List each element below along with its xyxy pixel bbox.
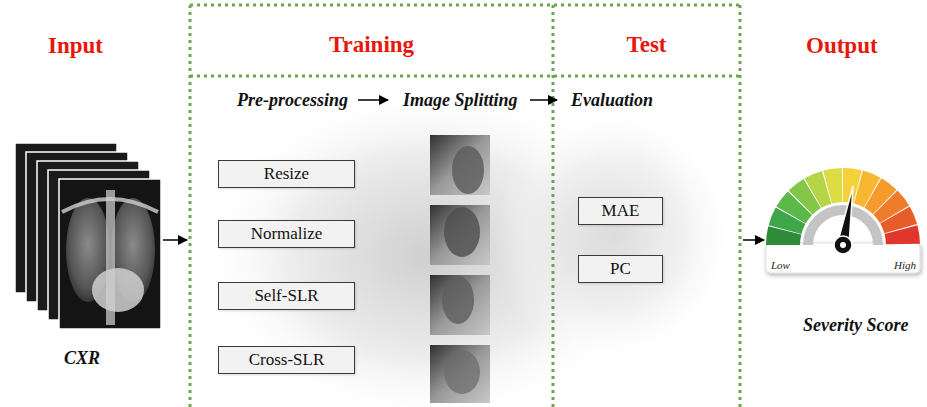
metric-box: MAE	[578, 197, 663, 225]
cxr-stack	[15, 143, 161, 329]
split-images	[430, 135, 490, 403]
input-caption: CXR	[64, 347, 100, 369]
panel-heading: Training	[190, 31, 553, 59]
box-label: Normalize	[251, 224, 323, 244]
stage-heading: Image Splitting	[403, 89, 518, 111]
test-panel: TestMAE PC	[553, 5, 740, 407]
severity-gauge	[766, 185, 920, 273]
process-box: Cross-SLR	[218, 346, 355, 374]
output-caption: Severity Score	[803, 314, 908, 336]
process-box: Resize	[218, 160, 355, 188]
panel-heading: Test	[553, 31, 740, 59]
stage-heading: Evaluation	[571, 89, 653, 111]
column-title: Output	[806, 32, 878, 60]
process-box: Self-SLR	[218, 282, 355, 310]
stage-heading: Pre-processing	[237, 89, 348, 111]
scale-end: High	[894, 259, 916, 271]
box-label: Resize	[264, 164, 309, 184]
training-panel: TrainingResizeNormalizeSelf-SLR Cross-SLR	[190, 5, 553, 407]
background-shade	[495, 105, 735, 365]
box-label: Self-SLR	[254, 286, 318, 306]
dotted-frame	[190, 5, 740, 407]
column-title: Input	[48, 32, 103, 60]
box-label: MAE	[602, 201, 640, 221]
metric-box: PC	[578, 255, 663, 283]
box-label: Cross-SLR	[249, 350, 325, 370]
process-box: Normalize	[218, 220, 355, 248]
scale-end: Low	[771, 259, 790, 271]
box-label: PC	[610, 259, 631, 279]
flow-arrow	[163, 100, 764, 240]
